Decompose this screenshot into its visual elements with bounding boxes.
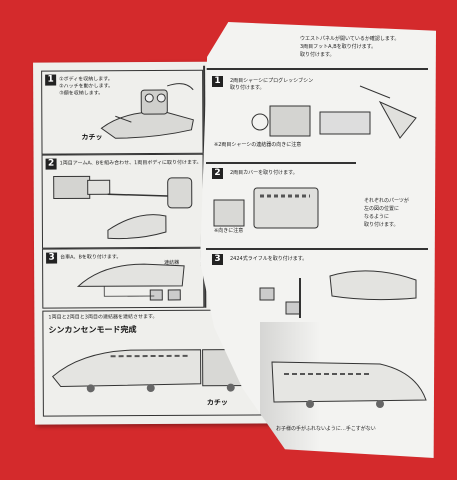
bottom-callout: カチッ	[206, 398, 228, 407]
right-step-divider-3	[206, 248, 428, 250]
chassis-illustration	[251, 85, 417, 139]
right-step-2-note: ※向きに注意	[214, 228, 244, 234]
top-line-2: 3両目フットA,Bを取り付けます。	[300, 44, 377, 50]
train-continuation-illustration	[271, 361, 427, 408]
mode-title: シンカンセンモード完成	[48, 325, 137, 335]
right-step-1-line-2: 取り付けます。	[230, 85, 265, 91]
step-1-number: 1	[45, 74, 57, 86]
right-step-2-number: 2	[212, 168, 223, 179]
right-step-1-number: 1	[212, 76, 223, 87]
right-step-3-line-1: 2424式ライフルを取り付けます。	[230, 256, 308, 262]
right-step-2-line-1: 2両目カバーを取り付けます。	[230, 170, 298, 176]
side-note-4: 取り付けます。	[364, 222, 399, 228]
side-note-2: 左の図の位置に	[364, 206, 400, 212]
side-note-1: それぞれのパーツが	[364, 198, 409, 204]
rifle-assembly-illustration	[259, 270, 417, 318]
right-step-3-number: 3	[212, 254, 223, 265]
top-line-1: ウエストパネルが開いているか確認します。	[300, 36, 400, 42]
robot-head-illustration	[100, 83, 194, 139]
step-2-line-1: 1両目アームA、Bを組み合わせ、1両目ボディに取り付けます。	[59, 159, 202, 167]
step-3-number: 3	[46, 252, 58, 264]
nose-car-illustration	[76, 263, 185, 301]
right-step-1-note: ※2両目シャーシの連結器の向きに注意	[214, 142, 302, 148]
bottom-note: お子様の手がふれないように…手こすがない	[276, 426, 376, 432]
side-note-3: なるように	[364, 214, 390, 220]
top-line-3: 取り付けます。	[300, 52, 335, 58]
step-2-number: 2	[45, 158, 57, 170]
cover-illustration	[213, 187, 319, 229]
right-step-divider-2	[206, 162, 356, 164]
bottom-line: 1両目と2両目と3両目の連結器を連結させます。	[48, 314, 158, 321]
right-divider	[206, 68, 428, 70]
right-step-1-line-1: 2両目シャーシにプログレッシブシン	[230, 78, 314, 84]
arm-assembly-illustration	[53, 175, 193, 240]
